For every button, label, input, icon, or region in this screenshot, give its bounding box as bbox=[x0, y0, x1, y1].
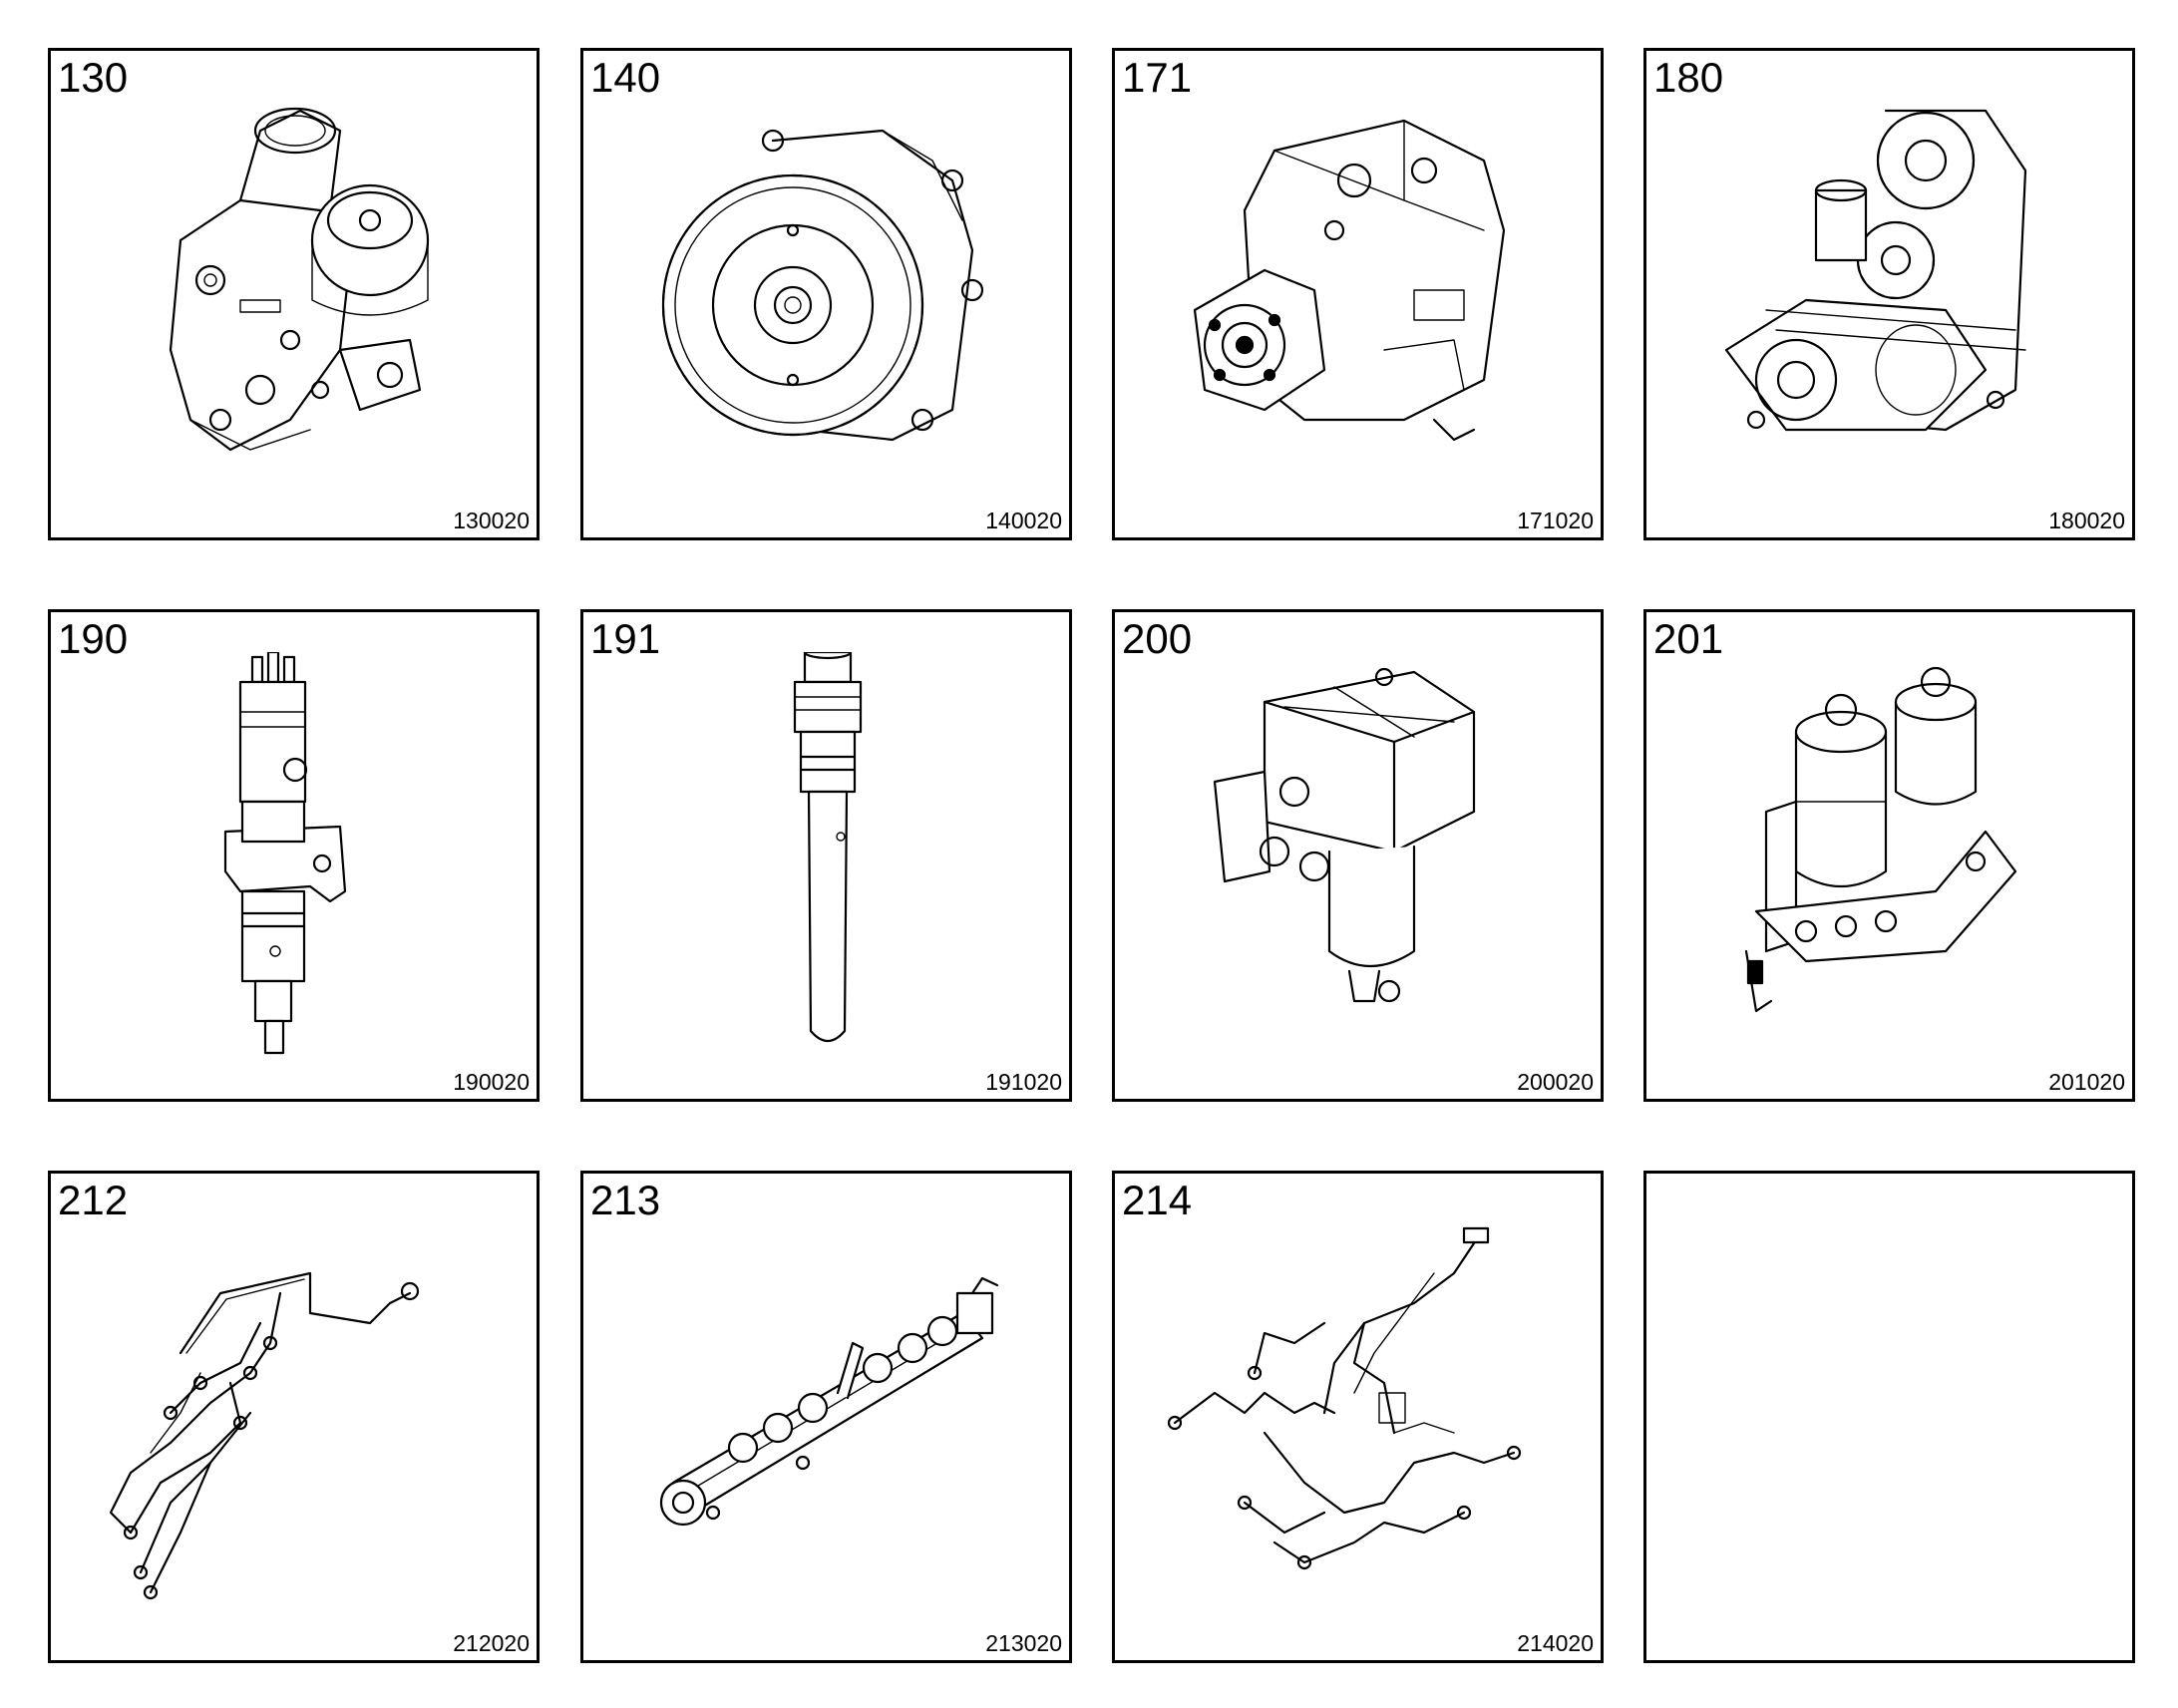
part-number: 140 bbox=[590, 54, 661, 101]
high-pressure-pump-icon bbox=[1193, 119, 1506, 442]
pump-gear-icon bbox=[661, 129, 984, 442]
fuel-filter-module-icon bbox=[1744, 666, 2017, 1013]
part-number: 130 bbox=[58, 54, 129, 101]
drawing-code: 213020 bbox=[985, 1630, 1062, 1656]
part-tile-140[interactable]: 140 140020 bbox=[580, 48, 1072, 540]
fuel-pump-housing-icon bbox=[169, 107, 430, 452]
part-tile-214[interactable]: 214 214020 bbox=[1112, 1171, 1604, 1663]
gear-drive-icon bbox=[1724, 109, 2027, 432]
part-number: 171 bbox=[1122, 54, 1193, 101]
connector-tube-icon bbox=[793, 652, 863, 1043]
common-rail-icon bbox=[659, 1276, 999, 1527]
drawing-code: 140020 bbox=[985, 508, 1062, 533]
part-tile-130[interactable]: 130 130020 bbox=[48, 48, 540, 540]
drawing-code: 200020 bbox=[1517, 1069, 1594, 1095]
part-number: 212 bbox=[58, 1177, 129, 1223]
drawing-code: 191020 bbox=[985, 1069, 1062, 1095]
part-number: 201 bbox=[1653, 615, 1724, 662]
fuel-prefilter-icon bbox=[1213, 667, 1476, 1003]
part-number: 191 bbox=[590, 615, 661, 662]
drawing-code: 180020 bbox=[2048, 508, 2125, 533]
part-number: 190 bbox=[58, 615, 129, 662]
part-number: 180 bbox=[1653, 54, 1724, 101]
drawing-code: 171020 bbox=[1517, 508, 1594, 533]
wiring-harness-icon bbox=[1167, 1226, 1522, 1570]
part-tile-212[interactable]: 212 212020 bbox=[48, 1171, 540, 1663]
empty-tile bbox=[1643, 1171, 2135, 1663]
part-tile-200[interactable]: 200 200020 bbox=[1112, 609, 1604, 1102]
drawing-code: 201020 bbox=[2048, 1069, 2125, 1095]
fuel-lines-icon bbox=[109, 1271, 420, 1600]
part-tile-191[interactable]: 191 191020 bbox=[580, 609, 1072, 1102]
part-tile-201[interactable]: 201 201020 bbox=[1643, 609, 2135, 1102]
part-tile-190[interactable]: 190 190020 bbox=[48, 609, 540, 1102]
part-number: 214 bbox=[1122, 1177, 1193, 1223]
part-tile-213[interactable]: 213 213020 bbox=[580, 1171, 1072, 1663]
drawing-code: 130020 bbox=[453, 508, 530, 533]
part-tile-180[interactable]: 180 180020 bbox=[1643, 48, 2135, 540]
part-tile-171[interactable]: 171 171020 bbox=[1112, 48, 1604, 540]
drawing-code: 190020 bbox=[453, 1069, 530, 1095]
part-number: 213 bbox=[590, 1177, 661, 1223]
drawing-code: 212020 bbox=[453, 1630, 530, 1656]
injector-icon bbox=[223, 652, 347, 1055]
part-number: 200 bbox=[1122, 615, 1193, 662]
drawing-code: 214020 bbox=[1517, 1630, 1594, 1656]
